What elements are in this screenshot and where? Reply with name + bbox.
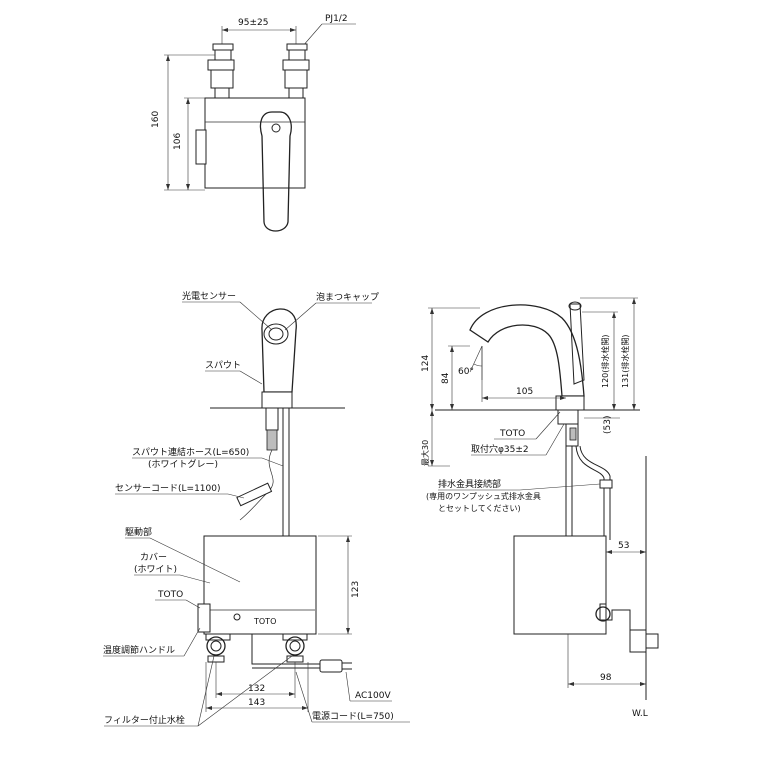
label-hose-1: スパウト連結ホース(L=650)	[132, 446, 249, 458]
label-cover-2: (ホワイト)	[134, 564, 177, 575]
front-view: TOTO 123	[103, 290, 410, 727]
label-cover-1: カバー	[140, 552, 167, 563]
dim-124-label: 124	[421, 355, 431, 372]
top-knob	[195, 129, 207, 165]
dim-160-label: 160	[151, 111, 161, 128]
label-spout: スパウト	[205, 360, 241, 371]
dim-105-label: 105	[516, 387, 533, 397]
label-drive-unit: 駆動部	[125, 526, 152, 538]
label-drain-conn: 排水金具接続部	[438, 478, 501, 490]
label-temp-handle: 温度調節ハンドル	[103, 644, 175, 656]
dim-53-paren-label: (53)	[603, 416, 613, 434]
faucet-base	[261, 391, 293, 409]
dim-120-label: 120(排水栓開)	[600, 334, 610, 388]
label-filter-valve: フィルター付止水栓	[104, 714, 185, 726]
label-aerator-cap: 泡まつキャップ	[316, 291, 379, 303]
label-photo-sensor: 光電センサー	[182, 290, 236, 302]
drain-lever	[569, 303, 585, 385]
filter-valve-right	[282, 633, 308, 663]
label-ac100v: AC100V	[355, 691, 391, 701]
top-view: 95±25 PJ1/2 160	[151, 14, 356, 232]
faucet-head	[261, 308, 297, 393]
dim-98-label: 98	[600, 673, 612, 683]
thread-label: PJ1/2	[325, 14, 348, 24]
max-30-label: 最大30	[420, 440, 430, 466]
supply-valve-left	[207, 43, 235, 99]
label-brand-side: TOTO	[499, 429, 525, 439]
dim-131-label: 131(排水栓開)	[620, 334, 630, 388]
label-drain-note-1: (専用のワンプッシュ式排水金具	[426, 491, 541, 501]
side-drive-unit	[513, 535, 607, 635]
angle-label: 60°	[458, 367, 474, 377]
dim-106-label: 106	[173, 133, 183, 150]
top-body	[204, 97, 306, 189]
label-sensor-cord: センサーコード(L=1100)	[115, 483, 220, 494]
label-drain-note-2: とセットしてください)	[438, 504, 521, 513]
power-plug	[319, 659, 343, 673]
dim-123-label: 123	[351, 581, 361, 598]
label-wl: W.L	[632, 709, 648, 719]
label-mount-hole: 取付穴φ35±2	[471, 443, 529, 455]
supply-valve-right	[282, 43, 310, 99]
label-hose-2: (ホワイトグレー)	[148, 458, 218, 470]
top-spout	[259, 111, 292, 232]
dim-95-label: 95±25	[238, 18, 268, 28]
label-power-cord: 電源コード(L=750)	[312, 711, 394, 722]
dim-143-label: 143	[248, 698, 265, 708]
power-cord	[251, 634, 320, 665]
label-brand-front: TOTO	[157, 590, 183, 600]
filter-valve-left	[205, 633, 231, 663]
dim-84-label: 84	[441, 372, 451, 384]
drive-unit-box	[203, 535, 317, 635]
side-view: W.L 124 84 60° 105 120(排水栓開) 131(排水	[420, 297, 659, 719]
dim-53-label: 53	[618, 541, 629, 551]
svg-text:TOTO: TOTO	[253, 617, 276, 626]
dim-132-label: 132	[248, 684, 265, 694]
side-spout	[469, 304, 585, 397]
